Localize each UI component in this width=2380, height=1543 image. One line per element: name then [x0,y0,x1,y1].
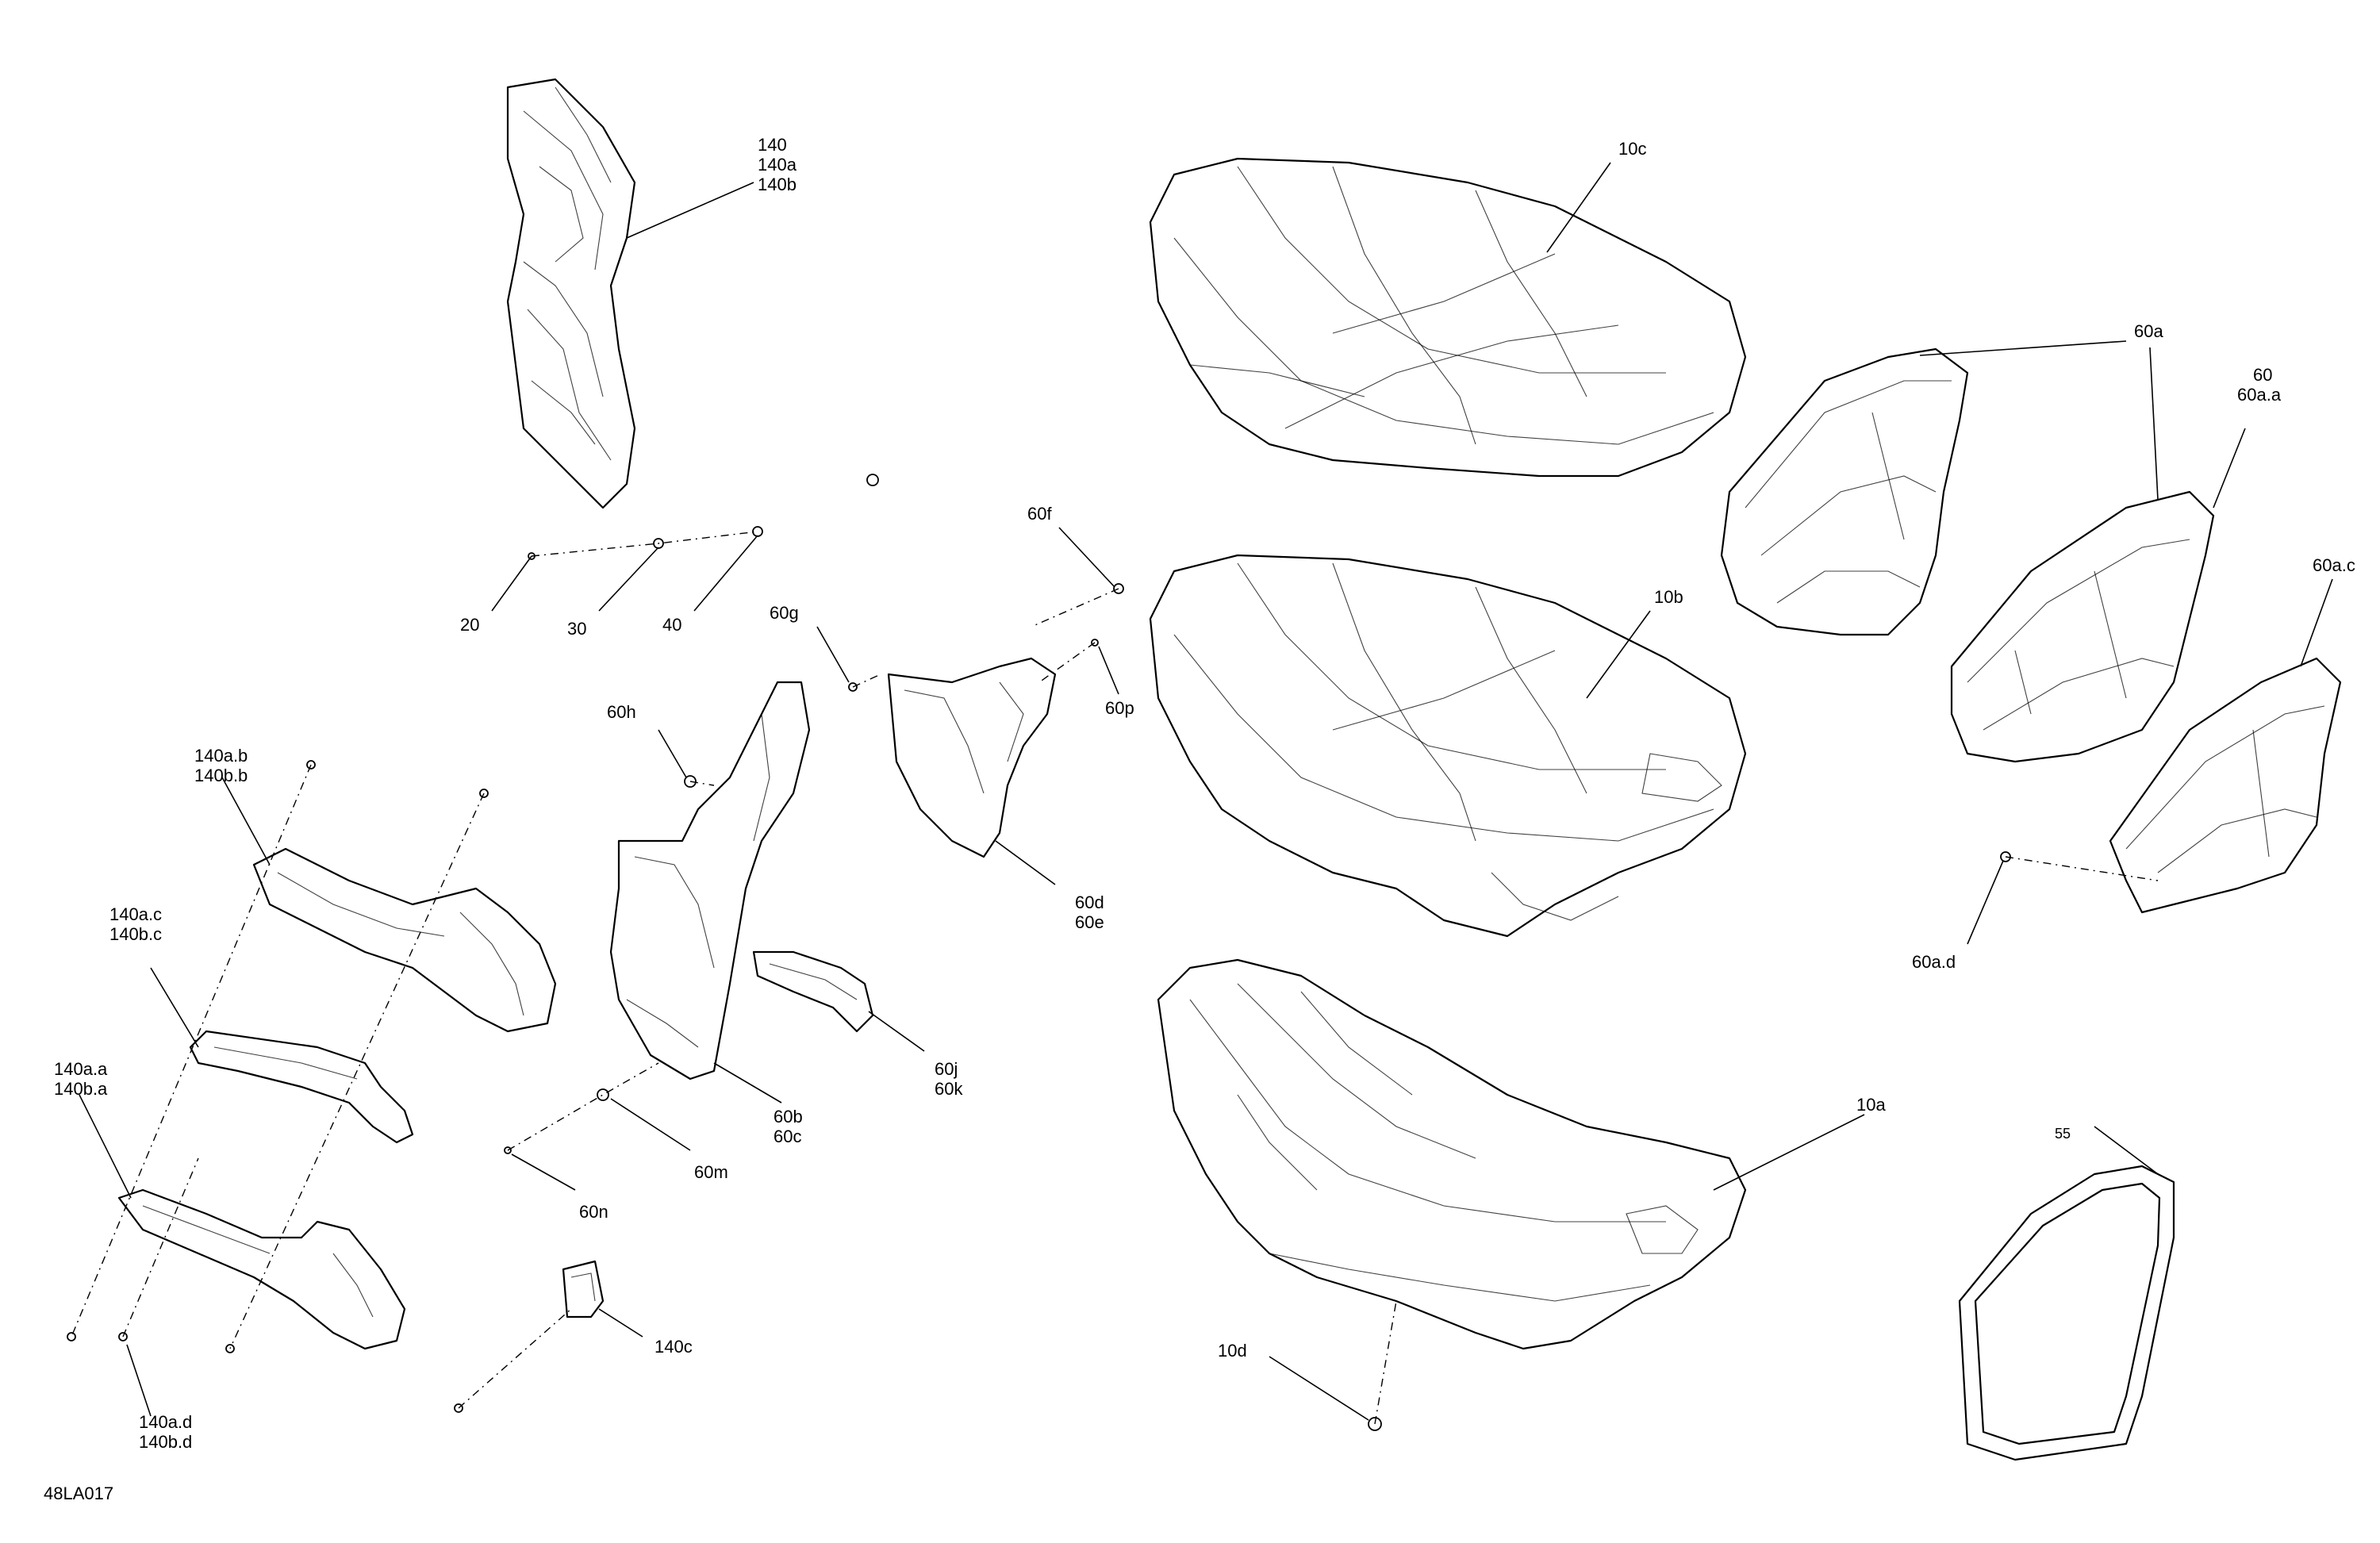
part-140-grab-handle [506,78,636,509]
label-20: 20 [460,615,479,635]
label-60k: 60k [935,1079,963,1099]
figure-reference: 48LA017 [44,1484,113,1503]
label-60c: 60c [774,1127,801,1146]
label-10d: 10d [1218,1341,1247,1361]
label-60ac: 60a.c [2313,555,2355,575]
part-60j-clip [752,950,874,1033]
label-60g: 60g [770,603,799,623]
callout-labels: 140 140a 140b 10c 60a 60 60a.a 20 30 40 … [44,135,2355,1503]
label-140ab: 140a.b [194,746,248,766]
label-60f: 60f [1027,504,1052,524]
part-140a-c-handle-bar [189,1030,414,1144]
label-140bc: 140b.c [109,924,162,944]
part-60-backrest-shell [1950,490,2215,763]
part-140c-bracket [562,1260,605,1318]
label-60p: 60p [1105,698,1134,718]
nut-top [866,474,879,486]
label-60e: 60e [1075,912,1104,932]
part-10c-seat [1149,157,1747,478]
label-140ba: 140b.a [54,1079,108,1099]
label-60j: 60j [935,1059,958,1079]
part-60b-frame [609,681,811,1080]
label-60h: 60h [607,702,636,722]
label-60: 60 [2253,365,2272,385]
part-60d-bracket [887,657,1057,858]
label-140ac: 140a.c [109,904,162,924]
label-140: 140 [758,135,787,155]
label-60ad: 60a.d [1912,952,1956,972]
label-55: 55 [2055,1126,2071,1142]
label-140aa: 140a.a [54,1059,108,1079]
label-30: 30 [567,619,586,639]
label-60n: 60n [579,1202,608,1222]
label-60a-top: 60a [2134,321,2163,341]
leader-lines [79,162,2333,1421]
nut-40 [752,526,763,537]
screw-140aa [67,1332,76,1341]
label-140c: 140c [654,1337,693,1357]
part-140a-a-lower-handle [117,1188,406,1350]
label-10b: 10b [1654,587,1683,607]
label-140bb: 140b.b [194,766,248,785]
label-10c: 10c [1618,139,1646,159]
nut-60m [597,1088,609,1101]
label-40: 40 [662,615,681,635]
label-60m: 60m [694,1162,728,1182]
part-60a-c-backrest-frame [2109,657,2342,914]
part-10a-seat-base [1157,958,1747,1350]
label-140bd: 140b.d [139,1432,192,1452]
label-10a: 10a [1856,1095,1886,1115]
part-55-seal [1958,1165,2175,1461]
assembly-lines [71,531,2159,1425]
part-60a-backrest [1720,347,1969,636]
label-60d: 60d [1075,892,1104,912]
label-140ad: 140a.d [139,1412,192,1432]
part-140a-b-handle [252,847,557,1033]
label-140b: 140b [758,175,797,194]
label-140a: 140a [758,155,797,175]
label-60b: 60b [774,1107,803,1127]
part-10b-seat [1149,554,1747,938]
screw-lower [225,1344,235,1353]
label-60aa: 60a.a [2237,385,2282,405]
